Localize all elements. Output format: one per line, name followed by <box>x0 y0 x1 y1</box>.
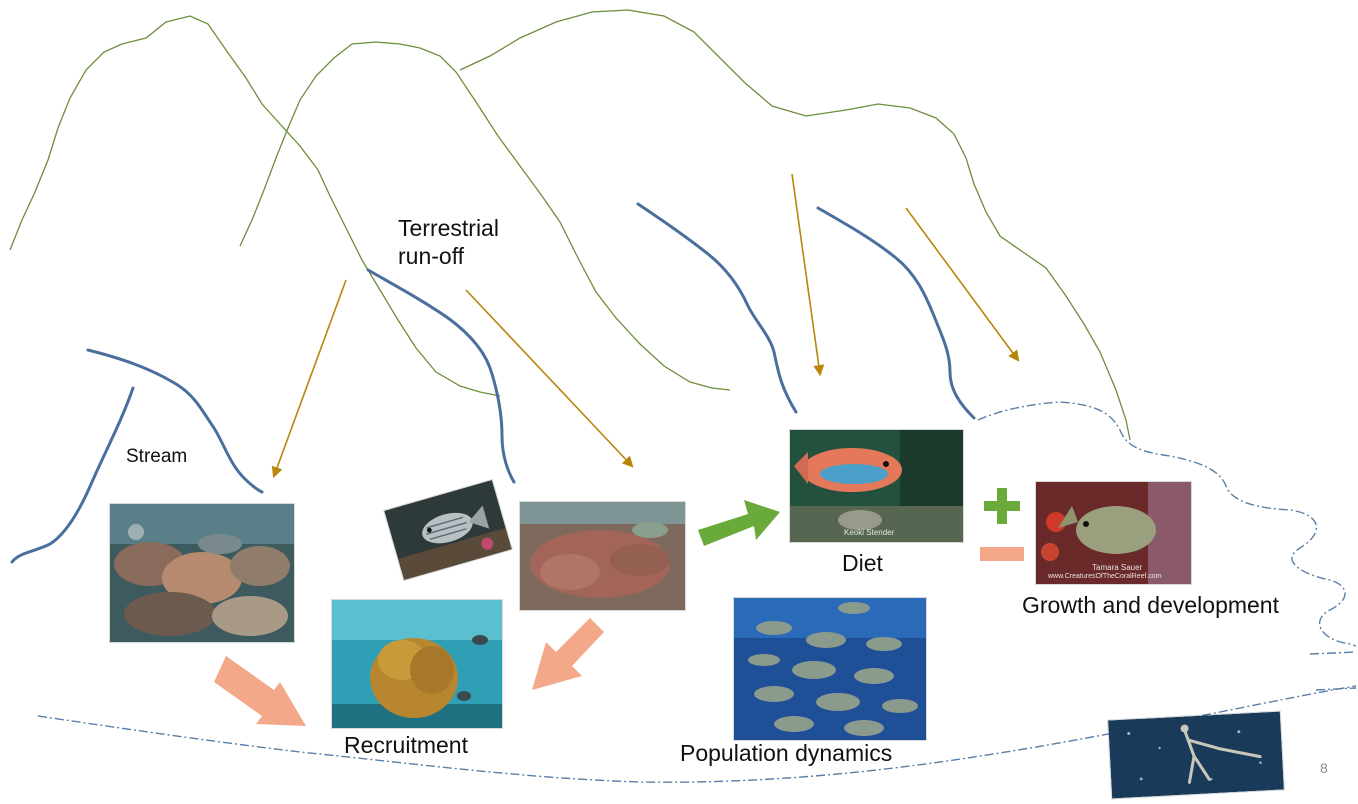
runoff-arrow-1 <box>271 279 347 479</box>
coastline-upper <box>977 401 1357 647</box>
terrestrial-runoff-label: Terrestrial run-off <box>398 214 499 270</box>
fish-school-photo <box>734 598 926 740</box>
population-dynamics-label: Population dynamics <box>680 740 893 766</box>
growth-photo-watermark-name: Tamara Sauer <box>1092 563 1143 572</box>
growth-fish-photo: Tamara Sauer www.CreaturesOfTheCoralReef… <box>1036 482 1191 584</box>
runoff-arrow-2 <box>465 289 634 468</box>
negative-effect-arrow-right <box>532 618 604 690</box>
stream-line-3 <box>366 268 516 484</box>
recruitment-label: Recruitment <box>344 732 468 758</box>
algae-rock-photo <box>520 502 685 610</box>
mountain-outline-right <box>459 9 1131 441</box>
damselfish-photo <box>384 479 512 581</box>
coral-reef-photo <box>110 504 294 642</box>
page-number: 8 <box>1320 760 1328 776</box>
mountain-outline-middle <box>239 41 731 391</box>
diet-label: Diet <box>842 550 883 576</box>
negative-effect-marker <box>980 547 1024 561</box>
stream-line-4 <box>636 202 798 414</box>
growth-and-development-label: Growth and development <box>1022 592 1279 618</box>
positive-effect-arrow <box>698 500 780 546</box>
growth-photo-watermark-url: www.CreaturesOfTheCoralReef.com <box>1048 573 1162 580</box>
stream-line-2 <box>86 348 264 494</box>
stream-line-5 <box>816 206 976 420</box>
terrestrial-runoff-label-line-1: Terrestrial <box>398 215 499 241</box>
diver-photo <box>1108 711 1284 799</box>
coastline-lower <box>37 685 1357 783</box>
negative-effect-arrow-left <box>214 656 306 726</box>
parrotfish-diet-photo: Keoki Stender <box>790 430 963 542</box>
staghorn-coral-photo <box>332 600 502 728</box>
diet-photo-watermark: Keoki Stender <box>844 528 895 537</box>
runoff-arrow-3 <box>791 173 825 377</box>
coastline-right <box>1309 651 1357 691</box>
runoff-arrow-4 <box>905 207 1020 362</box>
stream-line-1 <box>10 386 135 564</box>
mountain-outline-left <box>9 15 501 397</box>
positive-effect-marker <box>982 486 1022 526</box>
terrestrial-runoff-label-line-2: run-off <box>398 243 465 269</box>
stream-label: Stream <box>126 446 188 467</box>
